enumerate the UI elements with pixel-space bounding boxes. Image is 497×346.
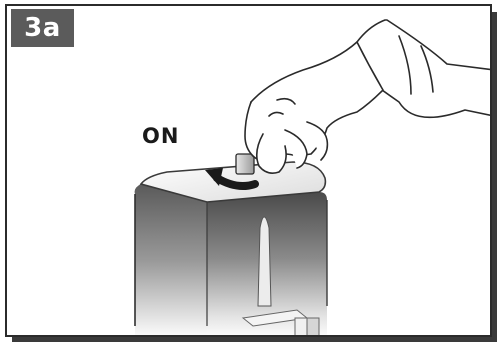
- frame-shadow-right: [492, 12, 497, 341]
- on-state-label: ON: [142, 124, 179, 148]
- step-number-badge: 3a: [11, 9, 74, 47]
- knob-icon: [236, 154, 254, 174]
- frame-shadow-bottom: [12, 337, 497, 342]
- instruction-panel: 3a ON: [5, 4, 492, 337]
- hand-icon: [245, 20, 492, 173]
- device-illustration: [7, 6, 492, 337]
